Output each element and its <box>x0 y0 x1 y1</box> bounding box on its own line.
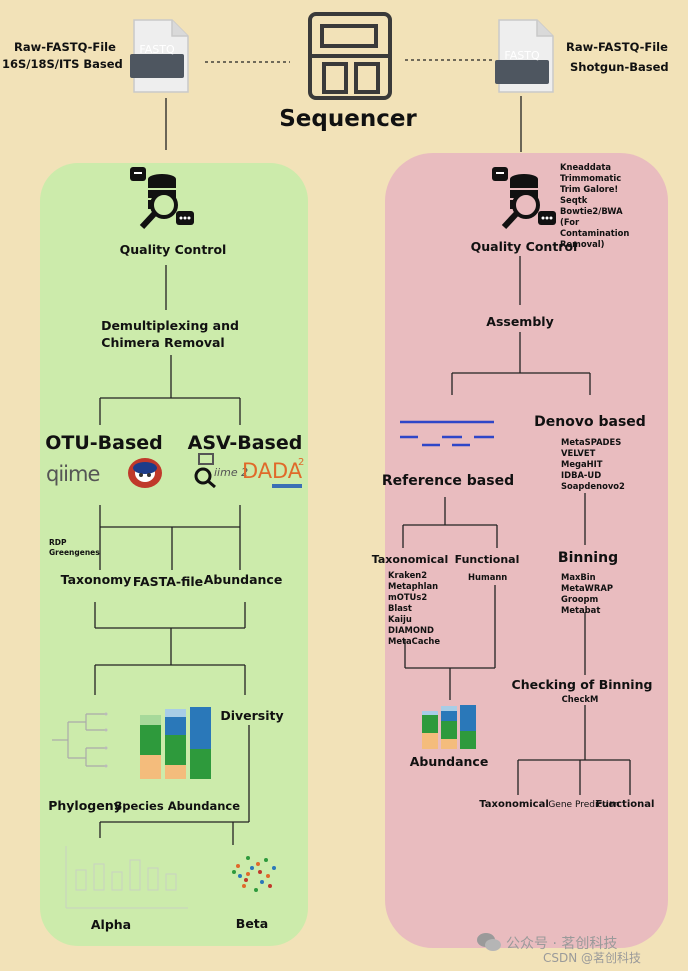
shotgun-panel <box>385 153 668 948</box>
left-abundance-label: Abundance <box>203 572 283 587</box>
sequencer-label: Sequencer <box>279 106 417 132</box>
demultiplexing-label: Demultiplexing and <box>101 318 239 333</box>
species-abundance-label: Species Abundance <box>113 799 241 813</box>
list-item: Bowtie2/BWA <box>560 206 623 216</box>
assembly-label: Assembly <box>486 314 554 329</box>
quality-control-icon-right <box>492 167 556 230</box>
binning-label: Binning <box>557 550 619 566</box>
functional-tools-list: Humann <box>468 572 507 583</box>
list-item: Kneaddata <box>560 162 612 172</box>
list-item: MaxBin <box>561 572 596 582</box>
right-abundance-chart <box>422 705 476 749</box>
dada2-logo: DA <box>272 459 303 483</box>
left-quality-control: Quality Control <box>119 242 227 257</box>
quality-control-icon-left <box>130 167 194 230</box>
diversity-label: Diversity <box>220 708 284 723</box>
list-item: MetaSPADES <box>561 437 622 447</box>
greengenes-label: Greengenes <box>49 548 100 557</box>
gene-prediction-label: Gene Prediction <box>548 800 620 810</box>
list-item: IDBA-UD <box>561 470 602 480</box>
amplicon-panel <box>40 163 308 946</box>
dada-logo: DA <box>242 459 273 483</box>
species-abundance-chart <box>140 707 211 779</box>
watermark-wechat: 公众号 · 茗创科技 <box>506 936 618 952</box>
wechat-icon <box>477 933 501 951</box>
right-file-title: Raw-FASTQ-File <box>566 40 668 54</box>
right-quality-control: Quality Control <box>470 239 578 254</box>
left-file-title: Raw-FASTQ-File <box>14 40 116 54</box>
functional-label: Functional <box>454 553 520 566</box>
list-item: Metaphlan <box>388 581 439 591</box>
dada2-logo-underline <box>272 484 302 488</box>
list-item: DIAMOND <box>388 625 434 635</box>
list-item: Groopm <box>561 594 599 604</box>
right-abundance-label: Abundance <box>409 754 489 769</box>
phylogeny-label: Phylogeny <box>48 798 122 813</box>
alpha-label: Alpha <box>90 917 132 932</box>
list-item: Blast <box>388 603 412 613</box>
watermark-csdn: CSDN @茗创科技 <box>543 951 642 965</box>
dada2-logo-superscript: 2 <box>298 457 305 468</box>
qc-tools-list: Kneaddata Trimmomatic Trim Galore! Seqtk… <box>560 162 629 250</box>
fastq-file-icon-right <box>495 19 554 93</box>
mothur-logo <box>128 458 162 488</box>
list-item: MetaCache <box>388 636 441 646</box>
list-item: (For <box>560 217 580 227</box>
output-taxonomical-label: Taxonomical <box>479 799 549 810</box>
binning-tools-list: MaxBin MetaWRAP Groopm Metabat <box>561 572 613 616</box>
fastq-file-label-left: FASTQ <box>139 43 175 56</box>
list-item: Removal) <box>560 239 605 249</box>
fasta-file-label: FASTA-file <box>132 574 204 589</box>
alpha-diversity-plot <box>65 846 188 909</box>
taxonomical-tools-list: Kraken2 Metaphlan mOTUs2 Blast Kaiju DIA… <box>388 570 440 647</box>
beta-diversity-plot <box>232 856 276 892</box>
list-item: Kraken2 <box>388 570 428 580</box>
qiime2-logo-icon <box>194 453 216 488</box>
list-item: Kaiju <box>388 614 412 624</box>
rdp-label: RDP <box>49 538 67 547</box>
beta-label: Beta <box>235 916 269 931</box>
left-file-subtitle: 16S/18S/ITS Based <box>2 57 123 71</box>
list-item: Contamination <box>560 228 630 238</box>
reference-reads-icon <box>400 420 494 447</box>
taxonomy-label: Taxonomy <box>60 572 132 587</box>
asv-based-label: ASV-Based <box>187 432 303 454</box>
qiime2-logo-text: iime 2 <box>214 466 249 479</box>
list-item: Humann <box>468 572 508 582</box>
qiime-logo: qiime <box>46 462 100 486</box>
fastq-file-label-right: FASTQ <box>504 49 540 62</box>
denovo-based-label: Denovo based <box>534 414 646 430</box>
list-item: mOTUs2 <box>388 592 428 602</box>
list-item: Metabat <box>561 605 601 615</box>
list-item: Trim Galore! <box>560 184 619 194</box>
checkm-label: CheckM <box>561 694 599 704</box>
checking-of-binning-label: Checking of Binning <box>511 677 653 692</box>
right-file-subtitle: Shotgun-Based <box>570 60 669 74</box>
list-item: Trimmomatic <box>560 173 622 183</box>
denovo-tools-list: MetaSPADES VELVET MegaHIT IDBA-UD Soapde… <box>561 437 625 492</box>
taxonomical-label: Taxonomical <box>371 553 449 566</box>
list-item: VELVET <box>561 448 596 458</box>
otu-based-label: OTU-Based <box>45 432 163 454</box>
list-item: MegaHIT <box>561 459 603 469</box>
sequencer-icon <box>308 12 392 100</box>
list-item: Seqtk <box>560 195 588 205</box>
chimera-removal-label: Chimera Removal <box>101 335 225 350</box>
fastq-file-icon-left <box>130 19 189 93</box>
phylogeny-tree-icon <box>52 712 108 768</box>
list-item: MetaWRAP <box>561 583 613 593</box>
reference-based-label: Reference based <box>381 473 515 489</box>
list-item: Soapdenovo2 <box>561 481 625 491</box>
output-functional-label: Functional <box>595 799 655 810</box>
